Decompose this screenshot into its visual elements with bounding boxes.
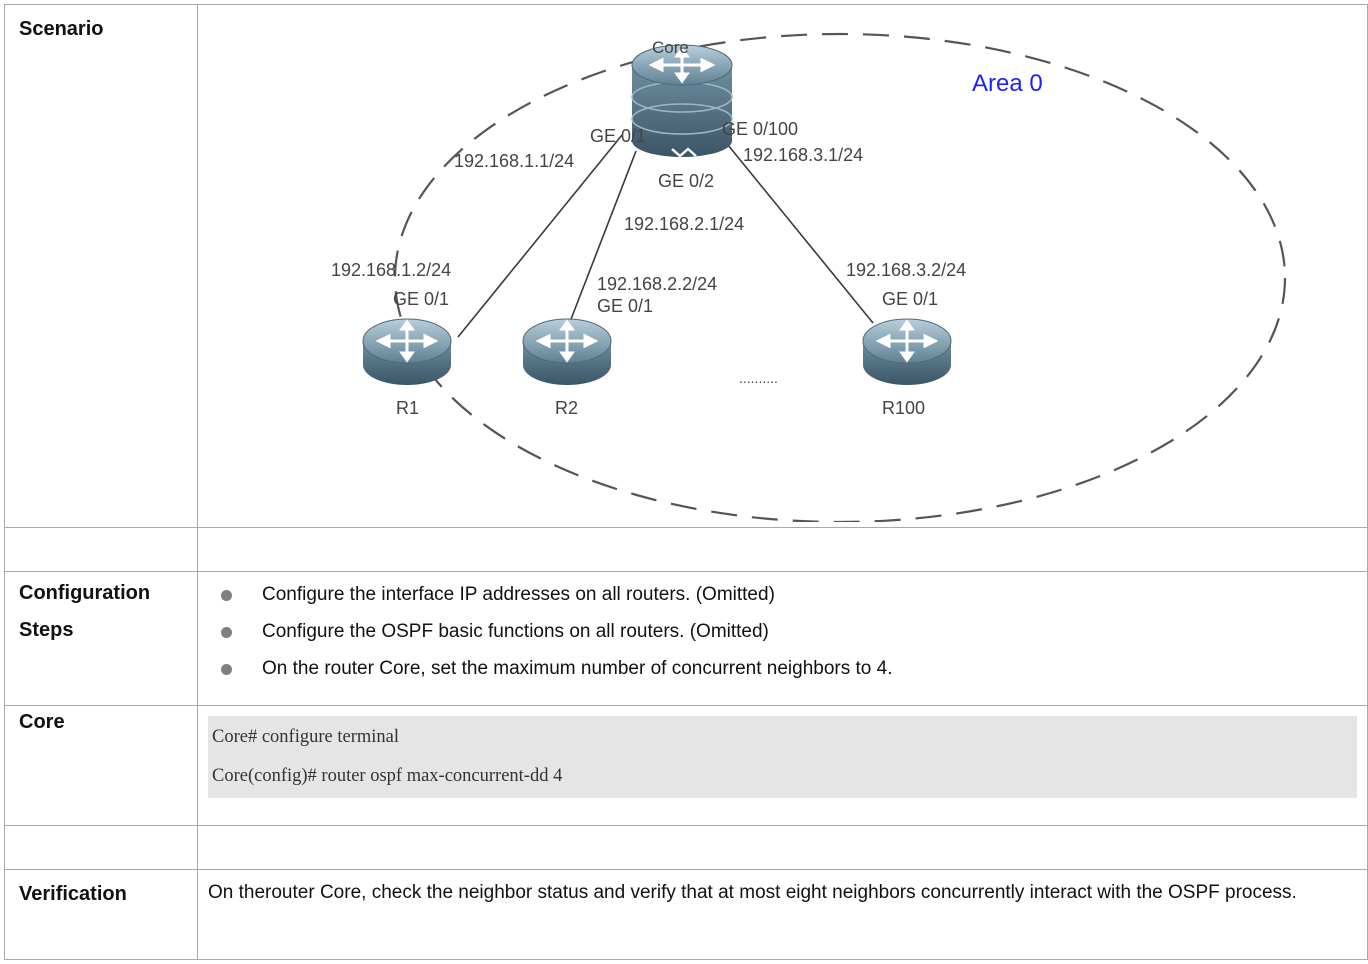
scenario-row: Scenario Area 0 bbox=[4, 4, 1368, 528]
r2-port: GE 0/1 bbox=[597, 296, 653, 316]
core-port-ge2: GE 0/2 bbox=[658, 171, 714, 191]
core-row: Core Core# configure terminal Core(confi… bbox=[4, 705, 1368, 826]
code-block: Core# configure terminal Core(config)# r… bbox=[208, 716, 1357, 798]
core-ip2: 192.168.2.1/24 bbox=[624, 214, 744, 234]
core-code-cell: Core# configure terminal Core(config)# r… bbox=[197, 705, 1368, 826]
router-ellipsis: .......... bbox=[739, 370, 778, 386]
scenario-diagram-cell: Area 0 bbox=[197, 4, 1368, 528]
link-core-r1 bbox=[457, 134, 623, 338]
router-icon bbox=[362, 318, 452, 385]
config-row: Configuration Steps Configure the interf… bbox=[4, 571, 1368, 706]
router-icon bbox=[862, 318, 952, 385]
scenario-label: Scenario bbox=[4, 4, 198, 528]
r100-ip: 192.168.3.2/24 bbox=[846, 260, 966, 280]
config-label: Configuration Steps bbox=[4, 571, 198, 706]
link-core-r2 bbox=[567, 150, 637, 328]
config-steps-list: Configure the interface IP addresses on … bbox=[198, 576, 1367, 687]
r2-name: R2 bbox=[555, 398, 578, 418]
config-label-line2: Steps bbox=[19, 619, 74, 641]
core-switch-icon bbox=[631, 44, 733, 158]
core-port-ge1: GE 0/1 bbox=[590, 126, 646, 146]
core-port-ge100: GE 0/100 bbox=[722, 119, 798, 139]
core-label: Core bbox=[4, 705, 198, 826]
r100-port: GE 0/1 bbox=[882, 289, 938, 309]
r2-ip: 192.168.2.2/24 bbox=[597, 274, 717, 294]
router-icon bbox=[522, 318, 612, 385]
area-boundary bbox=[393, 32, 1287, 524]
core-name: Core bbox=[652, 38, 689, 57]
config-label-line1: Configuration bbox=[19, 582, 151, 604]
r1-name: R1 bbox=[396, 398, 419, 418]
code-line: Core(config)# router ospf max-concurrent… bbox=[212, 766, 563, 786]
verification-label: Verification bbox=[4, 869, 198, 960]
area-label: Area 0 bbox=[972, 70, 1043, 97]
spacer-row bbox=[4, 527, 1368, 572]
list-item: Configure the OSPF basic functions on al… bbox=[216, 613, 1367, 650]
code-line: Core# configure terminal bbox=[212, 727, 399, 747]
core-ip1: 192.168.1.1/24 bbox=[454, 151, 574, 171]
config-steps-cell: Configure the interface IP addresses on … bbox=[197, 571, 1368, 706]
list-item: On the router Core, set the maximum numb… bbox=[216, 650, 1367, 687]
link-core-r100 bbox=[727, 144, 874, 324]
verification-row: Verification On therouter Core, check th… bbox=[4, 869, 1368, 960]
r100-name: R100 bbox=[882, 398, 925, 418]
verification-text: On therouter Core, check the neighbor st… bbox=[197, 869, 1368, 960]
spacer-row bbox=[4, 825, 1368, 870]
network-diagram: Area 0 bbox=[331, 32, 1287, 524]
document-table: Scenario Area 0 bbox=[4, 4, 1368, 960]
r1-ip: 192.168.1.2/24 bbox=[331, 260, 451, 280]
list-item: Configure the interface IP addresses on … bbox=[216, 576, 1367, 613]
r1-port: GE 0/1 bbox=[393, 289, 449, 309]
core-ip100: 192.168.3.1/24 bbox=[743, 145, 863, 165]
